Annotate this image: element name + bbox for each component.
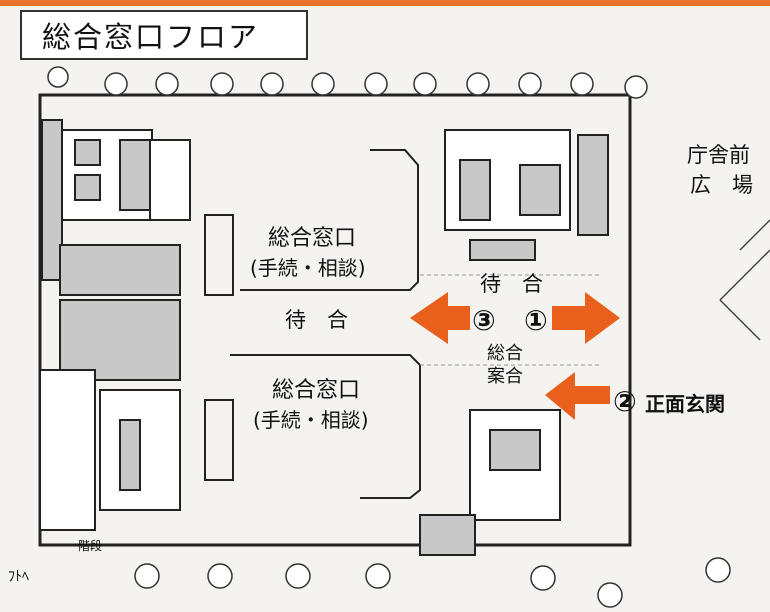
plaza-label-2: 広 場 xyxy=(690,173,753,197)
top-pillars xyxy=(47,66,648,99)
counter-upper-label: 総合窓口 xyxy=(268,226,357,251)
stair-note: 階段 xyxy=(78,539,103,553)
counter-lower-label: 総合窓口 xyxy=(272,378,361,403)
arrow-left xyxy=(410,292,470,344)
waiting-center-label: 待 合 xyxy=(285,308,348,332)
page-title: 総合窓口フロア xyxy=(20,10,308,60)
left-rooms xyxy=(39,119,191,531)
arrow-right xyxy=(552,292,620,344)
bottom-note: ﾌﾄﾍ xyxy=(8,569,29,585)
info-label-2: 案合 xyxy=(487,366,523,387)
marker-2: ② xyxy=(613,385,637,418)
entrance-label: 正面玄関 xyxy=(645,392,725,416)
arrow-entrance xyxy=(545,372,610,420)
counter-zones xyxy=(204,149,421,499)
right-core xyxy=(419,129,609,556)
plaza-lines xyxy=(719,219,770,341)
route-arrows xyxy=(410,292,620,420)
marker-1: ① xyxy=(524,304,548,337)
info-label-1: 総合 xyxy=(487,343,523,364)
plaza-label-1: 庁舎前 xyxy=(687,143,750,167)
marker-3: ③ xyxy=(472,304,496,337)
bottom-pillars xyxy=(134,557,731,608)
counter-lower-sub: (手続・相談) xyxy=(253,408,369,432)
accent-bar xyxy=(0,0,770,6)
waiting-right-label: 待 合 xyxy=(480,272,543,296)
counter-upper-sub: (手続・相談) xyxy=(250,256,366,280)
